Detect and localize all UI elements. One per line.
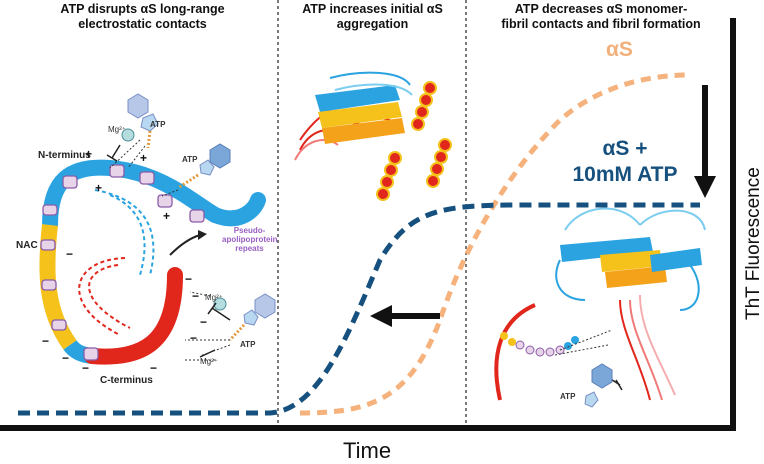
panel-1-title-line1: ATP disrupts αS long-range (20, 2, 265, 17)
nac-label: NAC (16, 240, 38, 251)
svg-text:+: + (140, 151, 147, 165)
repeats-label-line1: Pseudo- (222, 226, 277, 235)
fibril-rod-1 (412, 82, 436, 130)
panel-1-title: ATP disrupts αS long-range electrostatic… (20, 2, 265, 32)
fibril-rod-2 (377, 152, 401, 200)
svg-text:−: − (190, 331, 197, 345)
y-axis-label: ThT Fluorescence (743, 160, 764, 320)
fibril-structure (556, 209, 705, 400)
c-terminus-label: C-terminus (100, 375, 153, 386)
oligomer-aggregate (295, 73, 412, 160)
curve-as-atp-label-line2: 10mM ATP (555, 162, 695, 188)
fibril-rod-3 (427, 139, 451, 187)
svg-text:−: − (82, 361, 89, 375)
svg-text:+: + (163, 209, 170, 223)
panel-1-title-line2: electrostatic contacts (20, 17, 265, 32)
svg-text:−: − (150, 361, 157, 375)
mg-label-1: Mg²⁺ (108, 125, 126, 134)
mg-label-2: Mg²⁺ (205, 293, 223, 302)
n-terminus-label: N-terminus (38, 150, 91, 161)
atp-label-4: ATP (560, 392, 575, 401)
svg-text:−: − (62, 351, 69, 365)
atp-label-1: ATP (150, 120, 165, 129)
repeats-label-line2: apolipoprotein (222, 235, 277, 244)
panel-3-title-line1: ATP decreases αS monomer- (470, 2, 732, 17)
svg-text:−: − (200, 315, 207, 329)
curve-as-atp-label: αS + 10mM ATP (555, 136, 695, 188)
svg-text:−: − (192, 289, 199, 303)
curve-as-label: αS (606, 38, 633, 62)
svg-text:−: − (42, 334, 49, 348)
panel-3-title: ATP decreases αS monomer- fibril contact… (470, 2, 732, 32)
down-arrow-icon (694, 176, 716, 198)
left-arrow-icon (370, 305, 392, 327)
curve-as-atp-label-line1: αS + (555, 136, 695, 162)
atp-label-2: ATP (182, 155, 197, 164)
panel-2-title: ATP increases initial αS aggregation (285, 2, 460, 32)
repeats-label-line3: repeats (222, 244, 277, 253)
atp-label-3: ATP (240, 340, 255, 349)
svg-text:−: − (66, 247, 73, 261)
svg-text:+: + (95, 181, 102, 195)
svg-text:−: − (185, 272, 192, 286)
repeats-label: Pseudo- apolipoprotein repeats (222, 226, 277, 253)
panel-2-title-line2: aggregation (285, 17, 460, 32)
x-axis-label: Time (343, 438, 391, 464)
panel-3-title-line2: fibril contacts and fibril formation (470, 17, 732, 32)
mg-label-3: Mg²⁺ (200, 357, 218, 366)
panel-2-title-line1: ATP increases initial αS (285, 2, 460, 17)
